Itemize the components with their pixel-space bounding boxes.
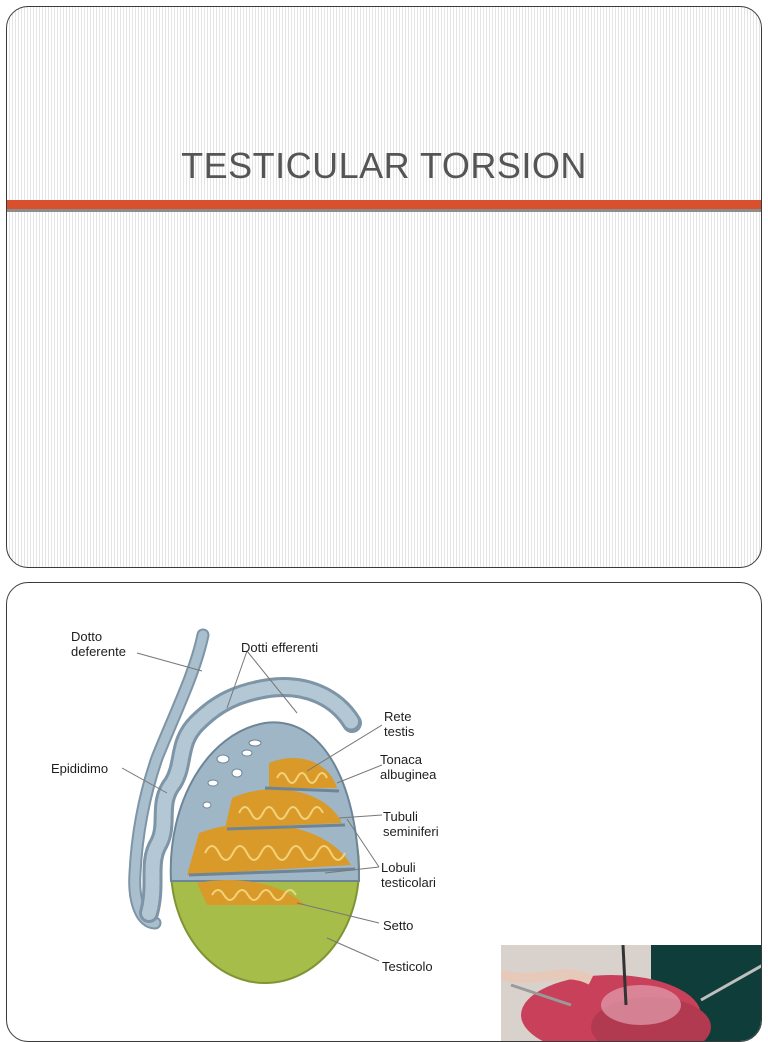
- label-rete-testis: Rete testis: [384, 709, 415, 739]
- label-dotti-efferenti: Dotti efferenti: [241, 640, 319, 655]
- label-tubuli-seminiferi: Tubuli seminiferi: [383, 809, 439, 839]
- title-slide: TESTICULAR TORSION: [6, 6, 762, 568]
- title-divider: [7, 200, 761, 209]
- label-testicolo: Testicolo: [382, 959, 433, 974]
- lobule-3: [187, 823, 351, 875]
- label-setto: Setto: [383, 918, 414, 933]
- lobule-4: [197, 879, 305, 905]
- label-dotto-deferente-text: Dotto deferente: [71, 629, 126, 659]
- label-tonaca-albuginea: Tonaca albuginea: [380, 752, 437, 782]
- testis-anatomy-diagram: [121, 628, 383, 984]
- label-dotto-deferente: Dotto deferente: [71, 629, 126, 659]
- surgery-photo: [501, 945, 761, 1041]
- slide-title: TESTICULAR TORSION: [181, 145, 587, 186]
- label-epididimo: Epididimo: [51, 761, 109, 776]
- anatomy-slide: Dotto deferente Dotti efferenti Rete tes…: [6, 582, 762, 1042]
- label-lobuli-testicolari: Lobuli testicolari: [381, 860, 436, 890]
